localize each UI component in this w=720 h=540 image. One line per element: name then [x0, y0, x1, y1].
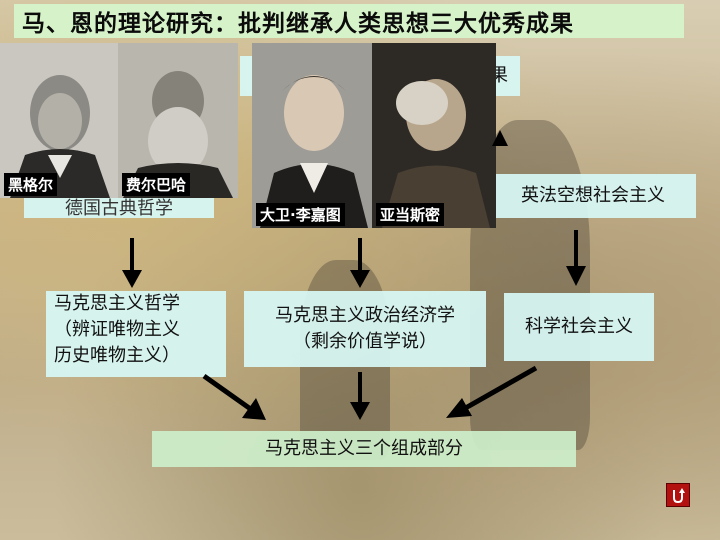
label-smith: 亚当斯密 [376, 203, 445, 226]
label-hegel: 黑格尔 [4, 173, 58, 196]
arrow-converge-right [440, 364, 540, 424]
return-icon [673, 488, 685, 504]
marxist-philosophy-box: 马克思主义哲学 （辨证唯物主义 历史唯物主义） [46, 291, 226, 377]
marxist-economics-box: 马克思主义政治经济学 （剩余价值学说） [244, 291, 486, 367]
philosophy-line3: 历史唯物主义） [54, 345, 180, 366]
portrait-ricardo: 大卫·李嘉图 [252, 43, 374, 228]
label-feuerbach: 费尔巴哈 [122, 173, 191, 196]
arrow-converge-left [200, 372, 272, 424]
slide-title: 马、恩的理论研究：批判继承人类思想三大优秀成果 [14, 4, 684, 38]
smith-image [372, 43, 496, 228]
three-components-box: 马克思主义三个组成部分 [152, 431, 576, 467]
philosophy-line2: （辨证唯物主义 [54, 319, 180, 340]
hegel-image [0, 43, 118, 198]
philosophy-line1: 马克思主义哲学 [54, 293, 180, 314]
arrow-converge-middle [348, 372, 372, 422]
portrait-smith: 亚当斯密 [372, 43, 496, 228]
scientific-socialism-box: 科学社会主义 [504, 293, 654, 361]
portrait-feuerbach: 费尔巴哈 [118, 43, 238, 198]
economics-line1: 马克思主义政治经济学 [275, 305, 455, 326]
arrow-economics [348, 238, 372, 290]
economics-line2: （剩余价值学说） [293, 331, 437, 352]
portrait-hegel: 黑格尔 [0, 43, 118, 198]
arrow-up-small [490, 126, 510, 152]
label-ricardo: 大卫·李嘉图 [256, 203, 345, 226]
feuerbach-image [118, 43, 238, 198]
arrow-philosophy [120, 238, 144, 290]
ricardo-image [252, 43, 374, 228]
return-button[interactable] [666, 483, 690, 507]
arrow-socialism [564, 230, 588, 288]
utopian-socialism-box: 英法空想社会主义 [490, 174, 696, 218]
